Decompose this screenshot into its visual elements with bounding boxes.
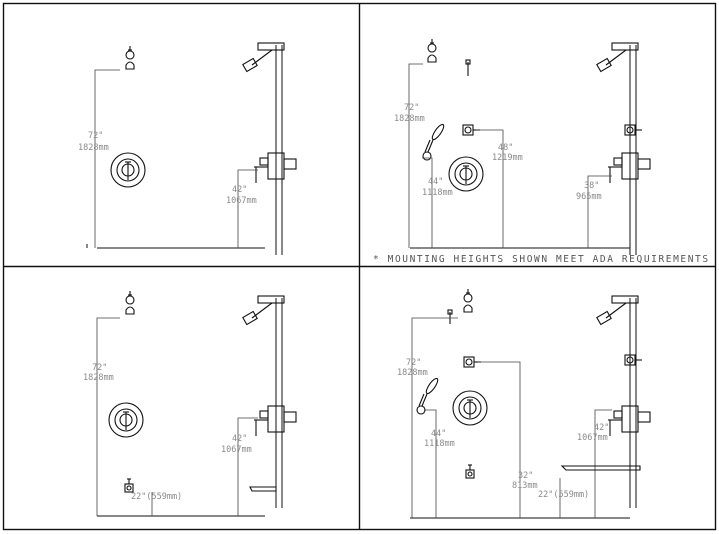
dim-label-42: 42": [232, 185, 247, 195]
showerhead-front-icon: [463, 288, 473, 313]
dimension-line-72: [96, 317, 120, 516]
showerhead-front-icon: [427, 38, 437, 63]
dim-label-32: 32": [518, 471, 533, 481]
dim-label-42: 42": [232, 434, 247, 444]
dim-label-813mm: 813mm: [512, 481, 538, 491]
side-shower-riser-icon: [242, 42, 297, 256]
dimension-line-44: [424, 409, 437, 518]
dim-label-1067mm: 1067mm: [221, 445, 252, 455]
dim-label-1828mm: 1828mm: [78, 143, 109, 153]
side-shower-riser-icon: [596, 42, 651, 256]
dim-label-1067mm: 1067mm: [577, 433, 608, 443]
panel-top-right: 72" 1828mm 48" 1219mm 44" 1118mm 38" 965…: [373, 38, 710, 265]
dim-label-44: 44": [428, 177, 443, 187]
tub-spout-front-icon: [465, 464, 475, 479]
valve-trim-icon: [108, 402, 144, 438]
ada-requirements-note: * MOUNTING HEIGHTS SHOWN MEET ADA REQUIR…: [373, 254, 710, 265]
dim-label-72: 72": [88, 131, 103, 141]
dimension-line-72: [408, 63, 423, 248]
hand-shower-icon: [422, 122, 447, 161]
dim-label-38: 38": [584, 181, 599, 191]
showerhead-front-icon: [125, 290, 135, 315]
dim-label-1219mm: 1219mm: [492, 153, 523, 163]
handshower-holder-icon: [465, 59, 471, 65]
dimension-line-72: [411, 317, 458, 518]
panel-bottom-right: 72" 1828mm 44" 1118mm 32" 813mm 22"(559m…: [397, 288, 651, 519]
dimension-line-48: [476, 129, 504, 248]
dim-label-1828mm: 1828mm: [83, 373, 114, 383]
side-tub-spout-icon: [560, 465, 641, 471]
showerhead-front-icon: [125, 45, 135, 70]
valve-trim-icon: [110, 152, 146, 188]
side-shower-riser-icon: [242, 295, 297, 509]
dim-label-1828mm: 1828mm: [394, 114, 425, 124]
dim-label-22-559mm: 22"(559mm): [131, 492, 182, 502]
side-shower-riser-icon: [596, 295, 651, 509]
dim-label-1118mm: 1118mm: [424, 439, 455, 449]
dimension-line-32: [478, 361, 521, 518]
dim-label-1118mm: 1118mm: [422, 188, 453, 198]
dimension-line-38: [587, 175, 612, 248]
side-tub-spout-icon: [249, 486, 277, 492]
dim-label-72: 72": [406, 358, 421, 368]
dim-label-48: 48": [498, 143, 513, 153]
dim-label-1828mm: 1828mm: [397, 368, 428, 378]
tub-spout-front-icon: [124, 478, 134, 493]
panel-bottom-left: 72" 1828mm 22"(559mm) 42" 1067mm: [83, 290, 297, 517]
valve-trim-icon: [452, 390, 488, 426]
dimension-line-72: [94, 69, 120, 248]
valve-trim-icon: [448, 156, 484, 192]
dim-label-1067mm: 1067mm: [226, 196, 257, 206]
dimension-line-42: [237, 417, 258, 516]
dim-label-42: 42": [594, 423, 609, 433]
dim-label-22-559mm: 22"(559mm): [538, 490, 589, 500]
dim-label-965mm: 965mm: [576, 192, 602, 202]
dim-label-72: 72": [92, 363, 107, 373]
dimension-line-42: [594, 409, 612, 518]
dim-label-44: 44": [431, 429, 446, 439]
dim-label-72: 72": [404, 103, 419, 113]
dimension-line-44: [422, 157, 433, 248]
handshower-holder-icon: [447, 309, 453, 315]
panel-top-left: 72" 1828mm 42" 1067mm: [78, 42, 297, 256]
side-diverter-icon: [624, 124, 643, 136]
hand-shower-icon: [416, 376, 441, 415]
dimension-line-42: [237, 169, 258, 248]
side-diverter-icon: [624, 354, 643, 366]
